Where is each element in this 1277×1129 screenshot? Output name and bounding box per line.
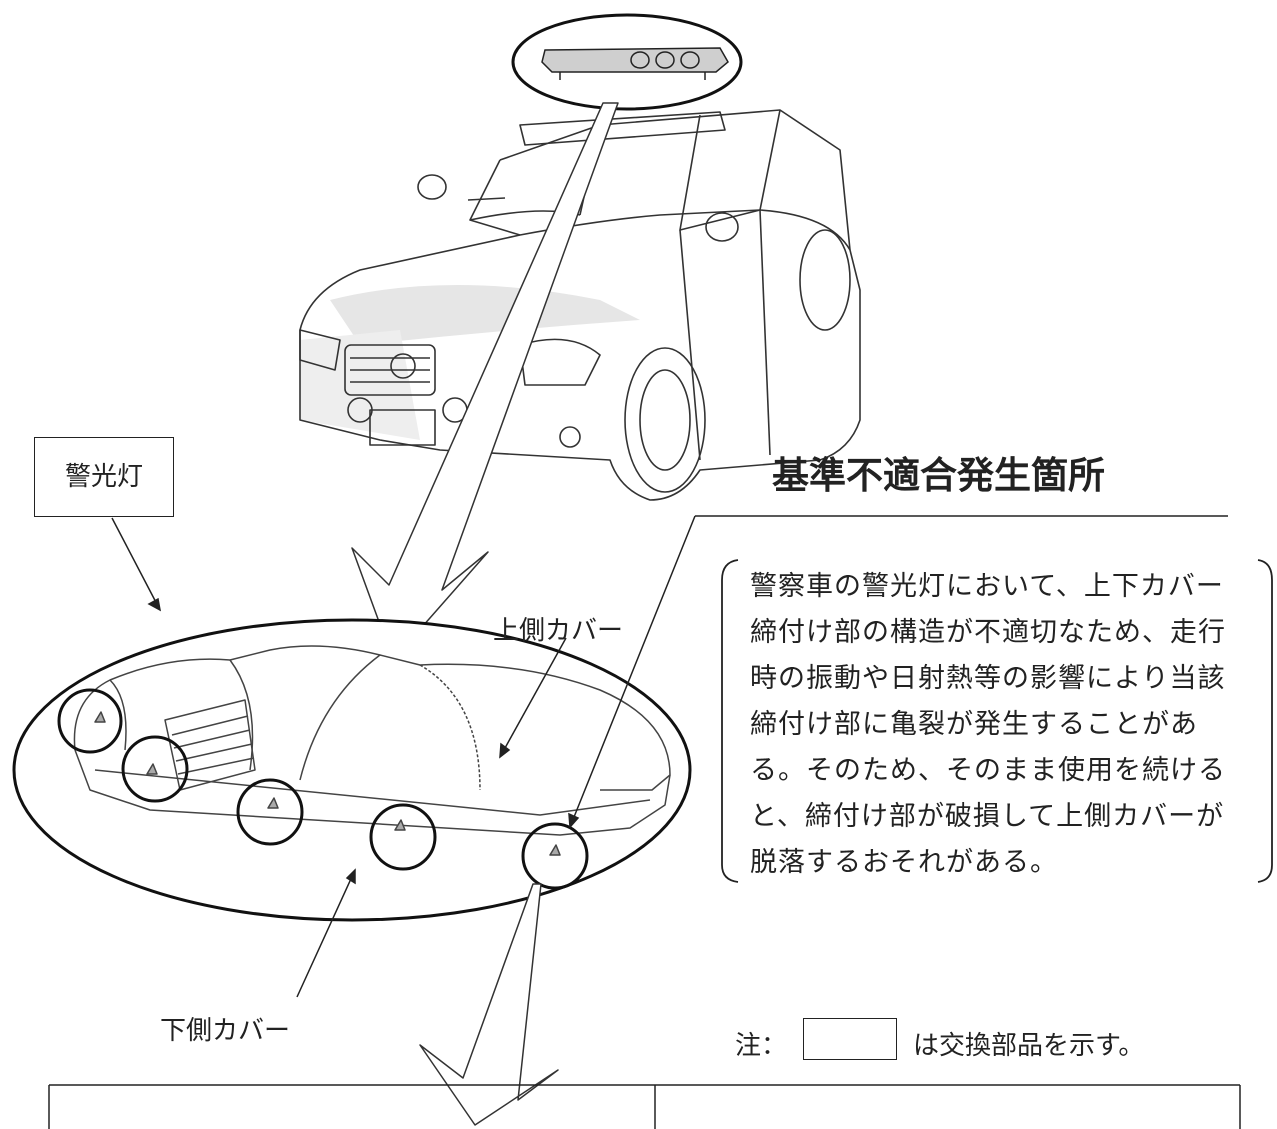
description-bracket: [721, 559, 1273, 883]
leader-lines: [111, 515, 1228, 998]
fastener-circle-2: [121, 735, 189, 803]
police-car-illustration: [299, 109, 861, 501]
defect-description: 警察車の警光灯において、上下カバー 締付け部の構造が不適切なため、走行 時の振動…: [750, 564, 1250, 886]
parts-table-frame: [48, 1084, 1241, 1129]
warning-light-detail: [73, 645, 671, 856]
description-line: と、締付け部が破損して上側カバーが: [750, 801, 1225, 832]
zoom-arrow-detail-down: [419, 883, 559, 1126]
fastener-circle-1: [57, 688, 123, 754]
warning-light-label: 警光灯: [34, 437, 174, 517]
description-line: 締付け部の構造が不適切なため、走行: [750, 617, 1226, 648]
fastener-circle-5: [521, 822, 589, 890]
fastener-circle-4: [369, 803, 437, 871]
detail-view-ellipse: [12, 618, 692, 922]
lower-cover-label: 下側カバー: [160, 1016, 291, 1046]
description-line: 時の振動や日射熱等の影響により当該: [750, 663, 1226, 694]
roof-light-bar: [541, 47, 729, 80]
upper-cover-label: 上側カバー: [493, 616, 624, 646]
description-line: る。そのため、そのまま使用を続ける: [750, 755, 1226, 786]
roof-light-highlight-ellipse: [511, 13, 743, 111]
zoom-arrow-roof-to-detail: [351, 102, 619, 661]
description-line: 脱落するおそれがある。: [750, 847, 1058, 878]
description-line: 締付け部に亀裂が発生することがあ: [750, 709, 1198, 740]
fastener-circle-3: [236, 778, 304, 846]
fastener-circles: [57, 688, 589, 890]
replacement-part-swatch: [803, 1018, 897, 1060]
note-prefix: 注：: [735, 1031, 788, 1061]
note-suffix: は交換部品を示す。: [913, 1031, 1145, 1061]
nonconformity-location-heading: 基準不適合発生箇所: [772, 454, 1105, 497]
description-line: 警察車の警光灯において、上下カバー: [750, 571, 1224, 602]
